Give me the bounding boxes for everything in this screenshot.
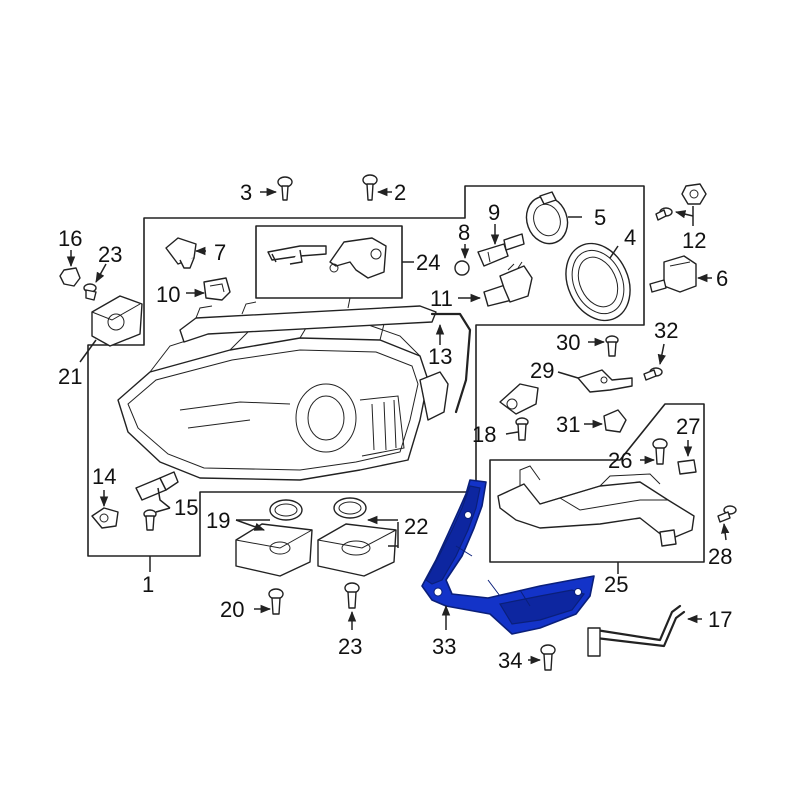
label-28: 28 [708,544,732,569]
leader-15b [155,507,171,513]
leader-21 [79,339,97,363]
nut-12 [681,183,707,205]
screw-20 [268,588,284,615]
label-23b: 23 [338,634,362,659]
leader-18 [505,431,519,435]
label-34: 34 [498,648,522,673]
leader-19b [235,519,265,531]
actuator-15 [135,471,179,501]
ballast-22 [317,523,397,577]
screw-2 [362,174,378,201]
support-bracket-33-highlighted[interactable] [421,479,595,635]
label-27: 27 [676,414,700,439]
label-21: 21 [58,364,82,389]
label-31: 31 [556,412,580,437]
label-26: 26 [608,448,632,473]
label-16: 16 [58,226,82,251]
screw-26 [652,438,668,465]
screw-12 [655,207,673,221]
label-4: 4 [624,225,636,250]
clip-10 [203,277,231,301]
cap-5 [525,191,569,245]
leader-4 [609,245,619,259]
label-7: 7 [214,240,226,265]
screw-32 [643,367,663,381]
bezel-trim-strip [179,297,472,414]
control-module-21 [91,295,143,347]
label-17: 17 [708,607,732,632]
nut-16 [59,267,81,287]
screw-18 [515,417,529,441]
label-32: 32 [654,318,678,343]
label-12: 12 [682,228,706,253]
label-8: 8 [458,220,470,245]
label-22: 22 [404,514,428,539]
clip-27 [677,459,697,475]
label-29: 29 [530,358,554,383]
screw-3 [277,176,293,201]
bracket-kit-parts [267,237,387,279]
screw-23b [344,582,360,609]
label-19: 19 [206,508,230,533]
seal-19 [269,499,303,521]
leader-15 [157,487,171,509]
screw-28 [717,505,737,523]
bulb-socket-9 [477,233,525,267]
label-23a: 23 [98,242,122,267]
bracket-25-box [489,403,705,563]
label-15: 15 [174,495,198,520]
label-20: 20 [220,597,244,622]
screw-23a [83,283,97,301]
sensor-18 [499,383,539,415]
label-5: 5 [594,205,606,230]
label-14: 14 [92,464,116,489]
screw-15 [143,509,157,531]
seal-22 [333,497,367,519]
sensor-14 [91,507,119,529]
leader-12b [674,210,694,219]
mounting-bracket-25 [497,465,695,547]
label-11: 11 [430,286,453,311]
label-1: 1 [142,572,154,597]
label-2: 2 [394,180,406,205]
screw-34 [540,644,556,671]
ballast-19 [235,523,313,577]
clip-31 [603,409,627,433]
bracket-29 [577,369,633,393]
label-30: 30 [556,330,580,355]
leader-32 [657,343,666,366]
screw-30 [605,335,619,357]
label-33: 33 [432,634,456,659]
leader-28 [721,522,730,541]
socket-11 [483,261,533,307]
label-25: 25 [604,572,628,597]
cover-4 [565,242,631,322]
igniter-6 [649,255,697,293]
label-6: 6 [716,266,728,291]
label-18: 18 [472,422,496,447]
label-3: 3 [240,180,252,205]
label-9: 9 [488,200,500,225]
leader-23a [95,263,107,283]
bulb-7 [165,237,197,269]
leader-29 [557,371,579,379]
headlamp-housing [117,317,449,481]
washer-hose-17 [587,604,686,657]
bulb-8 [454,260,470,276]
label-24: 24 [416,250,440,275]
label-10: 10 [156,282,180,307]
label-13: 13 [428,344,452,369]
